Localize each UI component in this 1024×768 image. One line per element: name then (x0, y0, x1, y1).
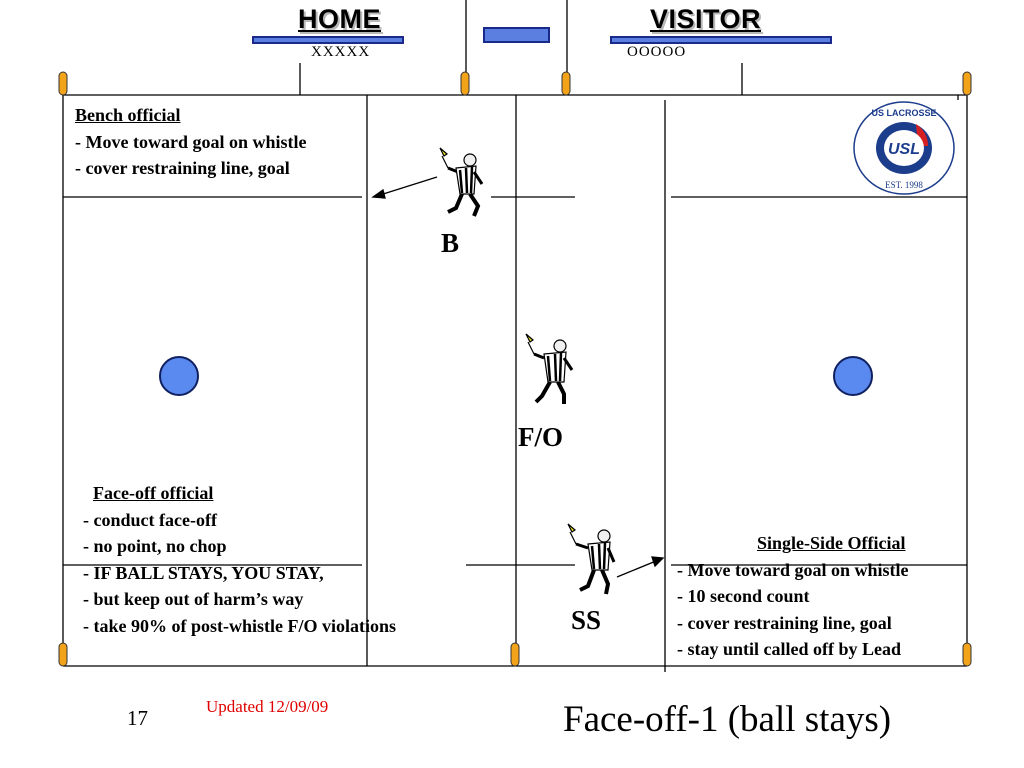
logo-bottom-text: EST. 1998 (885, 180, 923, 190)
logo-mark-text: USL (888, 141, 920, 158)
referee-fo-icon (525, 333, 574, 404)
bench-note-line: - Move toward goal on whistle (75, 131, 307, 152)
bench-official-notes: Bench official - Move toward goal on whi… (75, 102, 306, 182)
bench-note-line: - cover restraining line, goal (75, 158, 290, 178)
flag-marker (460, 71, 470, 96)
logo-top-text: US LACROSSE (871, 108, 936, 118)
single-side-note-line: - 10 second count (677, 586, 810, 606)
faceoff-note-line: - but keep out of harm’s way (83, 589, 304, 609)
single-side-note-line: - cover restraining line, goal (677, 612, 892, 633)
single-side-official-label: SS (571, 605, 602, 635)
faceoff-official-notes: Face-off official - conduct face-off - n… (83, 480, 396, 639)
table-bar (483, 27, 550, 43)
flag-marker (561, 71, 571, 96)
flag-marker (58, 71, 68, 96)
single-side-note-line: - Move toward goal on whistle (677, 559, 909, 580)
faceoff-note-line: - IF BALL STAYS, YOU STAY, (83, 562, 324, 583)
single-side-official-notes: Single-Side Official - Move toward goal … (677, 530, 908, 663)
single-side-note-line: - stay until called off by Lead (677, 639, 902, 659)
faceoff-official-title: Face-off official (93, 483, 214, 503)
faceoff-official-label: F/O (518, 422, 563, 452)
flag-marker (962, 71, 972, 96)
visitor-team-marker: OOOOO (627, 44, 687, 60)
single-side-official-title: Single-Side Official (757, 533, 906, 553)
faceoff-note-line: - no point, no chop (83, 536, 227, 556)
bench-official-label: B (441, 228, 460, 258)
referee-ss-icon (567, 523, 616, 595)
faceoff-note-line: - conduct face-off (83, 509, 217, 530)
home-label: HOME (298, 4, 381, 34)
visitor-label: VISITOR (650, 4, 762, 34)
home-bench-bar (252, 36, 404, 44)
visitor-bench-bar (610, 36, 832, 44)
home-team-marker: XXXXX (311, 44, 371, 60)
flag-marker (58, 642, 68, 667)
right-goal-ball (833, 356, 873, 396)
slide-number: 17 (127, 706, 148, 730)
bench-official-title: Bench official (75, 105, 181, 125)
slide-title: Face-off-1 (ball stays) (563, 699, 892, 740)
left-goal-ball (159, 356, 199, 396)
us-lacrosse-logo: US LACROSSE USL EST. 1998 (852, 100, 956, 196)
faceoff-note-line: - take 90% of post-whistle F/O violation… (83, 615, 396, 636)
referee-b-icon (439, 147, 484, 217)
updated-note: Updated 12/09/09 (206, 697, 329, 716)
flag-marker (510, 642, 520, 667)
flag-marker (962, 642, 972, 667)
